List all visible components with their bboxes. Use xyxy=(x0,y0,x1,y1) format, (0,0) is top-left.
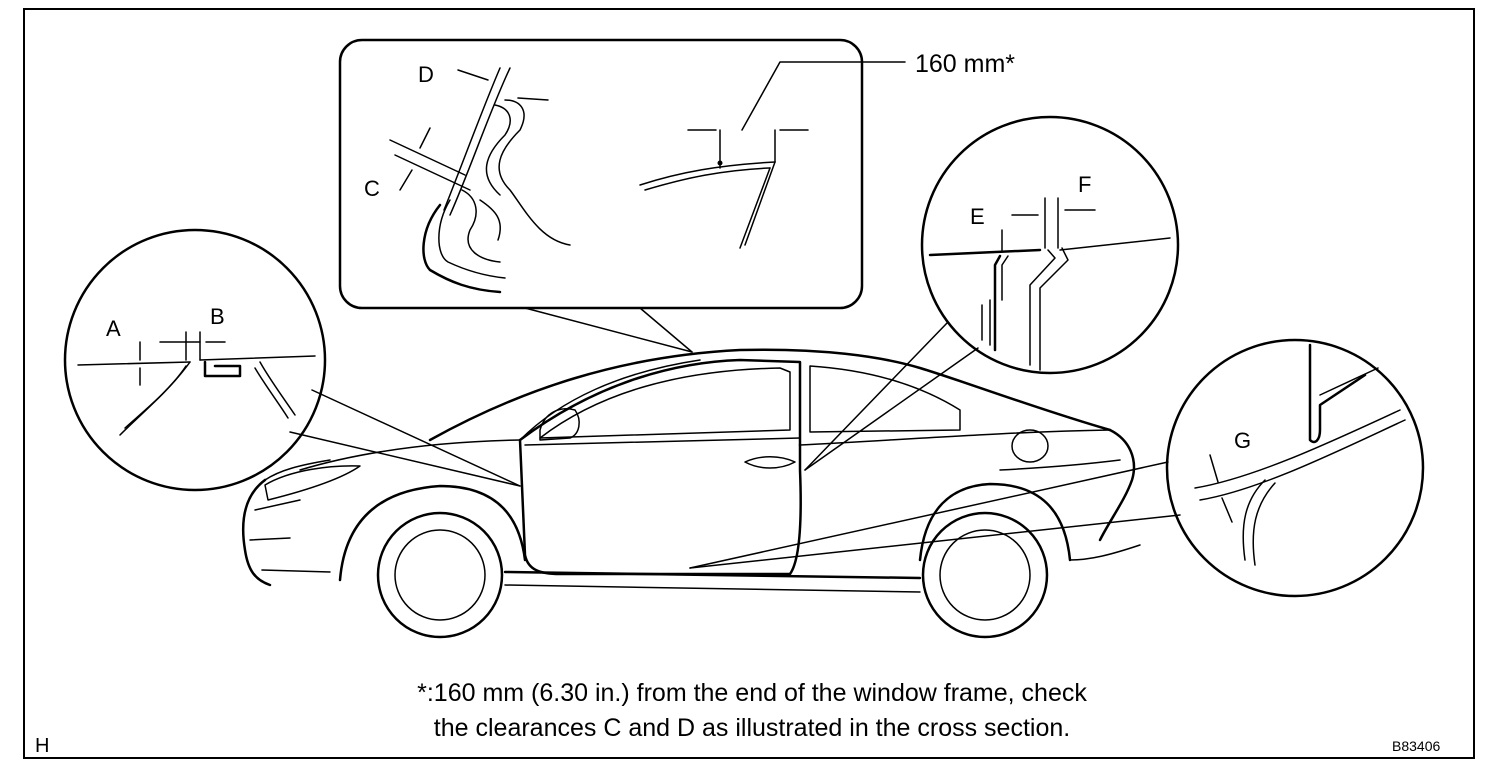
label-dimension: 160 mm* xyxy=(915,50,1015,78)
callout-ab: A B xyxy=(63,228,521,492)
corner-letter: H xyxy=(35,735,50,757)
label-f: F xyxy=(1078,172,1091,197)
label-c: C xyxy=(364,176,380,201)
car-illustration xyxy=(241,348,1141,639)
label-a: A xyxy=(106,316,121,341)
callout-g: G xyxy=(689,338,1425,598)
callout-ef: E F xyxy=(804,115,1180,471)
callout-cd: D C 160 mm* xyxy=(338,38,1015,353)
reference-code: B83406 xyxy=(1392,738,1441,754)
diagram-frame xyxy=(23,8,1475,759)
caption-line-2: the clearances C and D as illustrated in… xyxy=(433,714,1071,742)
label-g: G xyxy=(1234,428,1251,453)
label-b: B xyxy=(210,304,225,329)
label-d: D xyxy=(418,62,434,87)
label-e: E xyxy=(970,204,985,229)
caption-line-1: *:160 mm (6.30 in.) from the end of the … xyxy=(417,679,1087,707)
